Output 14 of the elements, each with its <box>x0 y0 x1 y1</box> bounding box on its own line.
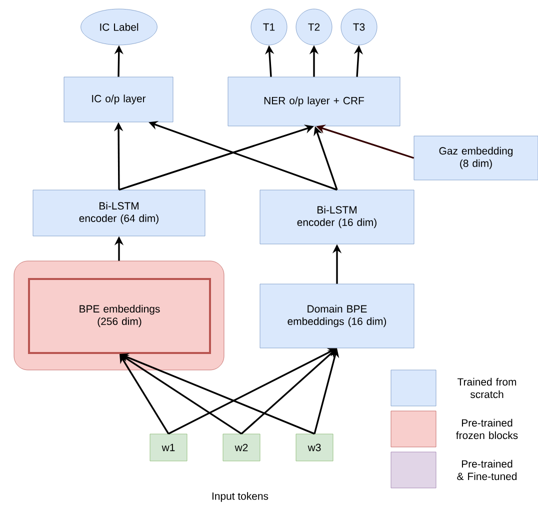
embedding-box: Domain BPE embeddings (16 dim) <box>260 284 414 348</box>
token-box: w2 <box>222 434 260 462</box>
layer-box: NER o/p layer + CRF <box>228 76 400 126</box>
legend-text: Pre-trained frozen blocks <box>456 418 518 440</box>
legend-text: Pre-trained & Fine-tuned <box>457 460 517 480</box>
layer-box: IC o/p layer <box>64 76 174 122</box>
caption-text: Input tokens <box>212 492 268 502</box>
embedding-box: Gaz embedding (8 dim) <box>414 136 538 180</box>
legend-text: Trained from scratch <box>458 378 516 398</box>
embedding-box: BPE embeddings (256 dim) <box>28 278 211 354</box>
encoder-box: Bi-LSTM encoder (64 dim) <box>32 190 206 236</box>
token-box: w1 <box>150 434 188 462</box>
encoder-box: Bi-LSTM encoder (16 dim) <box>260 190 414 244</box>
token-box: w3 <box>296 434 334 462</box>
